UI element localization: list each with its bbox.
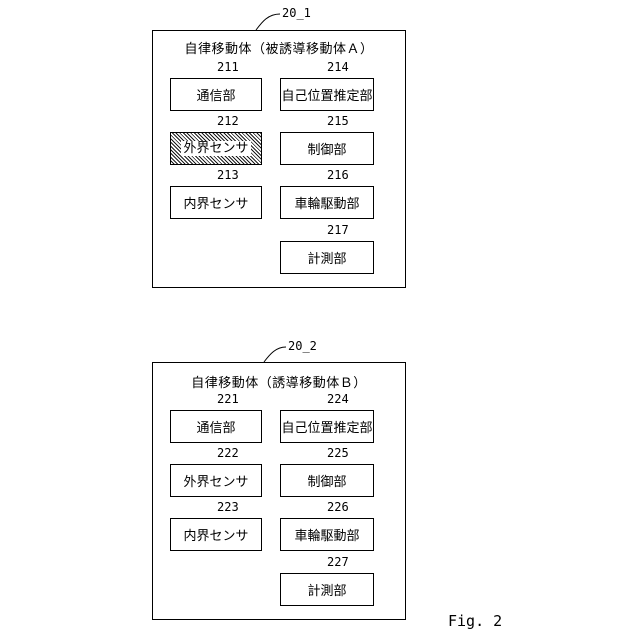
unit-ref: 227 (327, 555, 349, 569)
unit-wheel-drive: 車輪駆動部 (280, 186, 374, 219)
unit-self-position-estimation: 自己位置推定部 (280, 410, 374, 443)
unit-wheel-drive: 車輪駆動部 (280, 518, 374, 551)
leader-line (264, 347, 286, 362)
unit-ref: 212 (217, 114, 239, 128)
unit-measurement: 計測部 (280, 241, 374, 274)
unit-label: 外界センサ (183, 471, 248, 490)
unit-label: 制御部 (307, 139, 346, 158)
unit-label: 外界センサ (181, 141, 250, 156)
unit-communication: 通信部 (170, 78, 262, 111)
unit-label: 通信部 (196, 417, 235, 436)
unit-internal-sensor: 内界センサ (170, 186, 262, 219)
unit-label: 計測部 (307, 248, 346, 267)
unit-ref: 226 (327, 500, 349, 514)
unit-ref: 213 (217, 168, 239, 182)
unit-label: 制御部 (307, 471, 346, 490)
leader-line (256, 14, 280, 30)
panel-title: 自律移動体（誘導移動体Ｂ） (153, 372, 405, 391)
unit-label: 自己位置推定部 (281, 85, 372, 104)
unit-external-sensor: 外界センサ (170, 132, 262, 165)
unit-ref: 222 (217, 446, 239, 460)
unit-ref: 217 (327, 223, 349, 237)
unit-external-sensor: 外界センサ (170, 464, 262, 497)
unit-internal-sensor: 内界センサ (170, 518, 262, 551)
unit-label: 自己位置推定部 (281, 417, 372, 436)
panel-title: 自律移動体（被誘導移動体Ａ） (153, 38, 405, 57)
unit-label: 内界センサ (183, 525, 248, 544)
unit-ref: 225 (327, 446, 349, 460)
unit-ref: 223 (217, 500, 239, 514)
unit-control: 制御部 (280, 132, 374, 165)
figure-label: Fig. 2 (448, 612, 502, 630)
panel-ref: 20_2 (288, 339, 317, 353)
unit-ref: 224 (327, 392, 349, 406)
unit-label: 車輪駆動部 (294, 525, 359, 544)
unit-ref: 221 (217, 392, 239, 406)
unit-label: 内界センサ (183, 193, 248, 212)
unit-self-position-estimation: 自己位置推定部 (280, 78, 374, 111)
unit-label: 通信部 (196, 85, 235, 104)
unit-ref: 211 (217, 60, 239, 74)
unit-measurement: 計測部 (280, 573, 374, 606)
panel-ref: 20_1 (282, 6, 311, 20)
unit-control: 制御部 (280, 464, 374, 497)
unit-label: 車輪駆動部 (294, 193, 359, 212)
unit-ref: 216 (327, 168, 349, 182)
unit-communication: 通信部 (170, 410, 262, 443)
unit-ref: 214 (327, 60, 349, 74)
unit-label: 計測部 (307, 580, 346, 599)
unit-ref: 215 (327, 114, 349, 128)
